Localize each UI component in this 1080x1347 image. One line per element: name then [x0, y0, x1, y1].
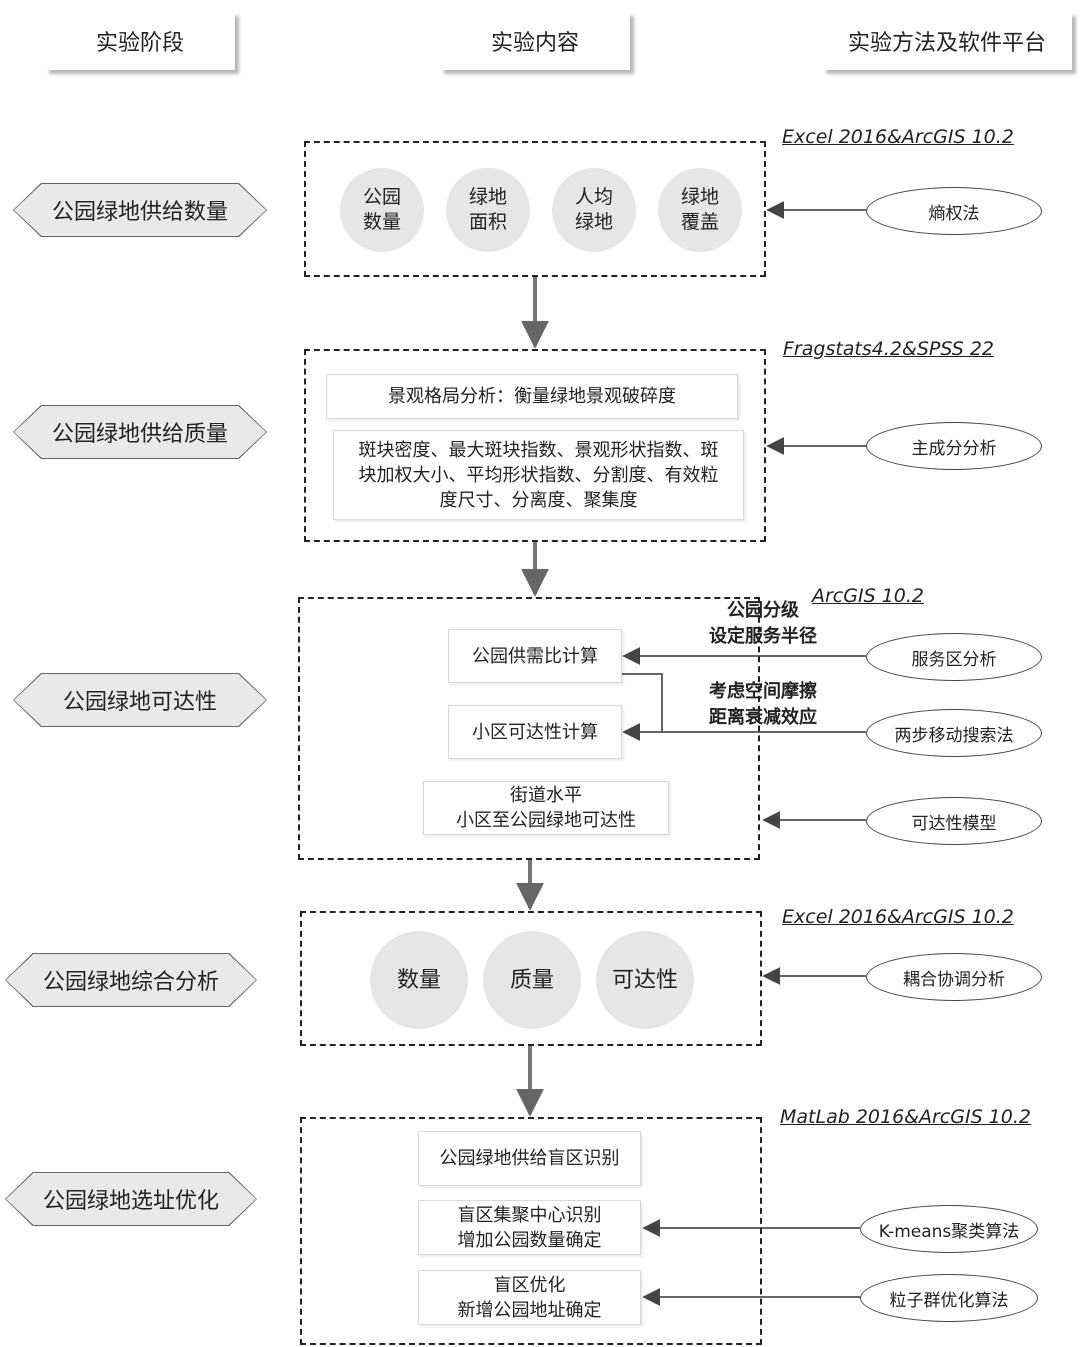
header-stage: 实验阶段 — [45, 12, 235, 70]
quantity-panel — [304, 141, 766, 277]
indicator-green-area: 绿地 面积 — [446, 168, 530, 252]
stage-accessibility: 公园绿地可达性 — [14, 674, 266, 726]
landscape-indices: 斑块密度、最大斑块指数、景观形状指数、斑 块加权大小、平均形状指数、分割度、有效… — [333, 430, 744, 520]
header-method: 实验方法及软件平台 — [822, 12, 1072, 70]
software-label-1: Excel 2016&ArcGIS 10.2 — [782, 126, 1014, 148]
circle-quality: 质量 — [483, 931, 581, 1029]
stage-optimization: 公园绿地选址优化 — [6, 1173, 256, 1225]
method-pca: 主成分分析 — [866, 422, 1042, 470]
header-content: 实验内容 — [440, 12, 630, 70]
method-entropy: 熵权法 — [866, 187, 1042, 235]
quality-panel — [304, 349, 766, 542]
method-service-area: 服务区分析 — [866, 633, 1042, 681]
blind-zone-optimize: 盲区优化 新增公园地址确定 — [418, 1270, 641, 1325]
software-label-5: MatLab 2016&ArcGIS 10.2 — [780, 1106, 1031, 1128]
method-coupling: 耦合协调分析 — [866, 953, 1042, 1001]
circle-accessibility: 可达性 — [596, 931, 694, 1029]
software-label-3: ArcGIS 10.2 — [812, 585, 924, 607]
method-two-step: 两步移动搜索法 — [866, 709, 1042, 757]
software-label-4: Excel 2016&ArcGIS 10.2 — [782, 906, 1014, 928]
optimization-panel — [300, 1117, 762, 1345]
indicator-green-per-capita: 人均 绿地 — [552, 168, 636, 252]
note-service-radius: 公园分级 设定服务半径 — [709, 600, 817, 647]
circle-quantity: 数量 — [370, 931, 468, 1029]
link-supply-community — [622, 673, 663, 732]
synthesis-panel — [300, 911, 762, 1046]
street-level-accessibility: 街道水平 小区至公园绿地可达性 — [423, 781, 669, 835]
note-distance-decay: 考虑空间摩擦 距离衰减效应 — [709, 681, 817, 728]
method-pso: 粒子群优化算法 — [860, 1274, 1038, 1322]
accessibility-panel — [298, 597, 760, 860]
landscape-analysis-title: 景观格局分析：衡量绿地景观破碎度 — [326, 374, 738, 419]
community-accessibility: 小区可达性计算 — [448, 705, 622, 759]
stage-quality: 公园绿地供给质量 — [14, 406, 266, 458]
blind-zone-identification: 公园绿地供给盲区识别 — [418, 1131, 641, 1186]
method-accessibility-model: 可达性模型 — [866, 797, 1042, 845]
software-label-2: Fragstats4.2&SPSS 22 — [783, 338, 994, 360]
method-kmeans: K-means聚类算法 — [860, 1205, 1038, 1253]
blind-zone-center: 盲区集聚中心识别 增加公园数量确定 — [418, 1200, 641, 1255]
indicator-park-count: 公园 数量 — [340, 168, 424, 252]
stage-quantity: 公园绿地供给数量 — [14, 184, 266, 236]
indicator-green-coverage: 绿地 覆盖 — [658, 168, 742, 252]
supply-demand-ratio: 公园供需比计算 — [448, 629, 622, 683]
stage-synthesis: 公园绿地综合分析 — [6, 954, 256, 1006]
